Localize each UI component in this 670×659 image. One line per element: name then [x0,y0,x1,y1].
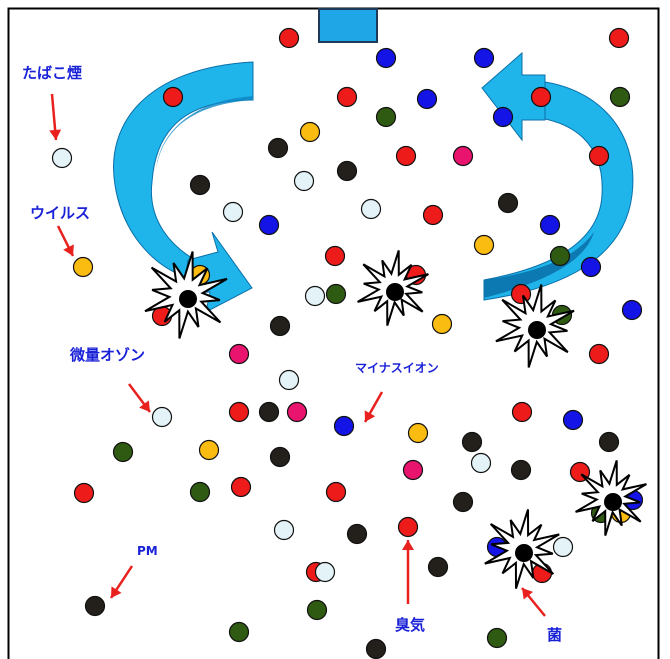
pointer-arrows [49,93,546,617]
light-blue-particle [552,536,574,558]
black-particle [461,431,483,453]
light-blue-particle [314,561,336,583]
green-particle [325,283,347,305]
red-particle [73,482,95,504]
black-particle [189,174,211,196]
green-particle [228,621,250,643]
black-particle [427,556,449,578]
yellow-particle [72,256,94,278]
blue-particle [580,256,602,278]
black-particle [84,595,106,617]
black-particle [267,137,289,159]
green-particle [486,627,508,649]
label-minus-ion: マイナスイオン [355,361,439,375]
light-blue-particle [293,170,315,192]
burst-icon [575,460,647,536]
black-particle [269,446,291,468]
black-particle [452,491,474,513]
label-odor: 臭気 [395,616,425,634]
label-virus: ウイルス [30,204,90,222]
red-pointer-arrow-icon [128,383,151,413]
red-particle [324,245,346,267]
pink-particle [228,343,250,365]
red-pointer-arrow-icon [56,225,75,257]
pink-particle [452,145,474,167]
light-blue-particle [304,285,326,307]
burst-field [144,250,647,589]
label-bacteria: 菌 [547,626,562,644]
green-particle [189,481,211,503]
particle-field [51,27,644,659]
red-pointer-arrow-icon [363,391,384,423]
yellow-particle [473,234,495,256]
red-particle [422,204,444,226]
red-particle [325,481,347,503]
light-blue-particle [360,198,382,220]
green-particle [375,106,397,128]
yellow-particle [299,121,321,143]
blue-particle [375,47,397,69]
red-particle [336,86,358,108]
red-pointer-arrow-icon [402,540,414,604]
red-particle [395,145,417,167]
blue-particle [416,88,438,110]
red-particle [530,86,552,108]
black-particle [336,160,358,182]
green-particle [306,599,328,621]
outlet-vent-icon [318,8,378,43]
light-blue-particle [222,201,244,223]
burst-icon [144,251,228,339]
red-particle [397,516,419,538]
yellow-particle [198,439,220,461]
red-pointer-arrow-icon [109,565,134,599]
light-blue-particle [151,406,173,428]
red-particle [588,145,610,167]
green-particle [549,245,571,267]
black-particle [258,401,280,423]
green-particle [609,86,631,108]
red-particle [511,401,533,423]
light-blue-particle [273,519,295,541]
black-particle [269,315,291,337]
red-particle [228,401,250,423]
blue-particle [473,47,495,69]
blue-particle [492,106,514,128]
black-particle [365,638,387,659]
yellow-particle [431,313,453,335]
burst-icon [495,284,575,368]
label-tobacco-smoke: たばこ煙 [22,64,82,82]
red-particle [162,86,184,108]
yellow-particle [407,422,429,444]
label-trace-ozone: 微量オゾン [69,346,145,364]
red-pointer-arrow-icon [49,93,62,141]
light-blue-particle [278,369,300,391]
red-pointer-arrow-icon [521,587,546,617]
black-particle [346,523,368,545]
pink-particle [402,459,424,481]
black-particle [598,431,620,453]
red-particle [230,476,252,498]
red-particle [588,343,610,365]
pink-particle [286,401,308,423]
blue-particle [539,214,561,236]
label-pm: PM [137,544,158,558]
green-particle [112,441,134,463]
red-particle [278,27,300,49]
blue-particle [258,214,280,236]
light-blue-particle [51,147,73,169]
burst-icon [484,509,560,589]
burst-icon [357,250,429,326]
black-particle [497,192,519,214]
blue-particle [562,409,584,431]
blue-particle [333,415,355,437]
blue-particle [621,299,643,321]
red-particle [608,27,630,49]
light-blue-particle [470,452,492,474]
black-particle [510,459,532,481]
